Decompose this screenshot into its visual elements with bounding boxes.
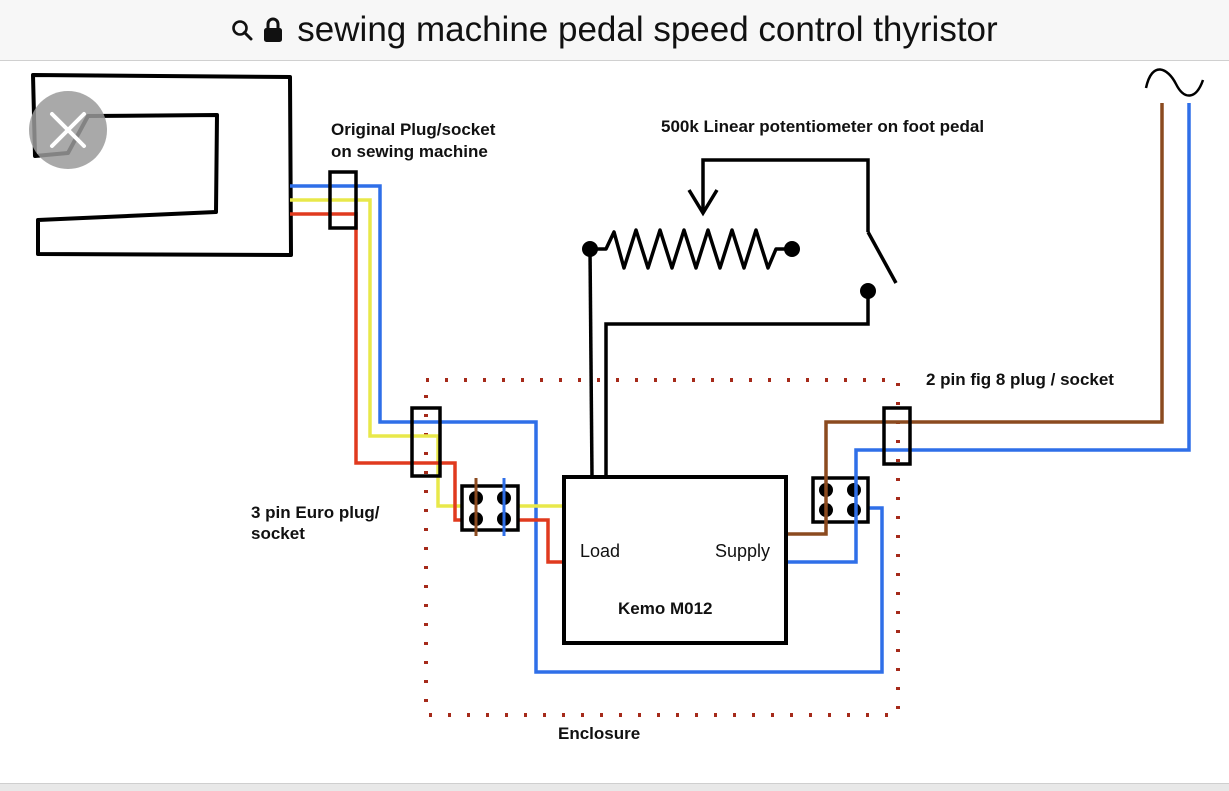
label-potentiometer: 500k Linear potentiometer on foot pedal [661,117,984,136]
fig8-plug-socket [882,406,912,466]
label-euro-plug-line2: socket [251,524,305,543]
wiring-diagram: Original Plug/socket on sewing machine 5… [29,68,1205,743]
search-icon [231,19,253,41]
kemo-module [562,475,788,645]
label-supply: Supply [715,541,770,561]
wire-blue-supply [788,103,1191,564]
wire-brown-supply [788,103,1164,536]
address-bar[interactable]: sewing machine pedal speed control thyri… [0,0,1229,60]
label-machine-plug-line1: Original Plug/socket [331,120,496,139]
close-icon [50,112,86,148]
close-button[interactable] [29,91,107,169]
label-enclosure: Enclosure [558,724,640,743]
lock-icon [263,17,283,43]
potentiometer [582,158,898,478]
wire-yellow-machine [290,198,563,508]
machine-plug-socket [328,170,358,230]
label-machine-plug-line2: on sewing machine [331,142,488,161]
wire-red-machine [290,212,565,564]
euro-plug-socket [410,406,442,478]
label-fig8: 2 pin fig 8 plug / socket [926,370,1114,389]
label-load: Load [580,541,620,561]
left-terminal-block [460,478,520,536]
label-module: Kemo M012 [618,599,712,618]
label-euro-plug-line1: 3 pin Euro plug/ [251,503,380,522]
diagram-image: Original Plug/socket on sewing machine 5… [0,61,1229,783]
bottom-divider [0,783,1229,791]
wire-blue-machine [290,184,884,674]
enclosure-boundary [424,378,900,717]
address-bar-divider [0,60,1229,61]
ac-source-icon [1144,68,1205,97]
url-text[interactable]: sewing machine pedal speed control thyri… [297,10,998,49]
right-terminal-block [811,476,870,524]
